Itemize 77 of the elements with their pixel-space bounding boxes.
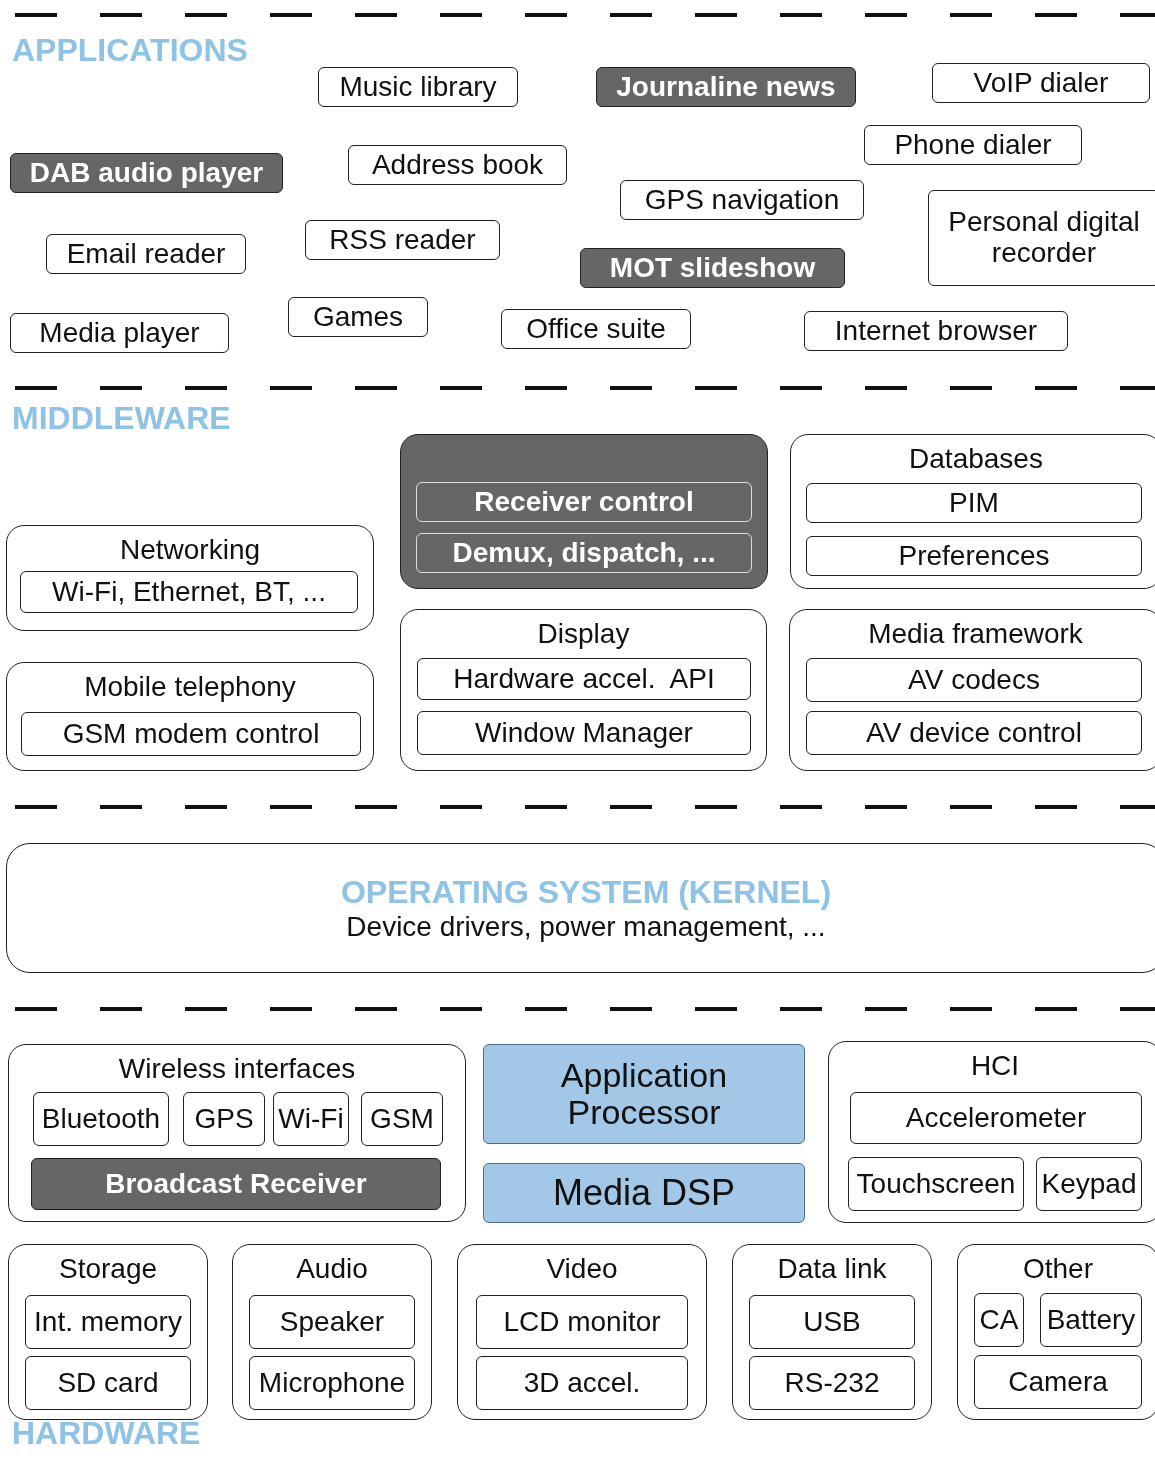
component-box: DAB audio player: [10, 153, 283, 193]
component-box: VoIP dialer: [932, 63, 1150, 103]
component-box: Microphone: [249, 1356, 415, 1410]
component-box: Camera: [974, 1355, 1142, 1409]
group-title: Other: [1022, 1253, 1094, 1285]
component-group: [790, 434, 1155, 589]
processor-box: Media DSP: [483, 1163, 805, 1223]
group-title: Video: [545, 1253, 619, 1285]
component-group: [6, 843, 1155, 973]
component-box: USB: [749, 1295, 915, 1349]
component-box: Media player: [10, 313, 229, 353]
component-box: Office suite: [501, 309, 691, 349]
component-box: Phone dialer: [864, 125, 1082, 165]
component-box: Accelerometer: [850, 1092, 1142, 1144]
component-group: [8, 1244, 208, 1420]
layer-heading: APPLICATIONS: [12, 32, 248, 69]
component-box: SD card: [25, 1356, 191, 1410]
component-box: RSS reader: [305, 220, 500, 260]
component-group: [957, 1244, 1155, 1420]
component-group: [400, 434, 768, 589]
component-box: Hardware accel. API: [417, 658, 751, 700]
component-box: GSM: [361, 1092, 443, 1146]
group-title: Mobile telephony: [83, 671, 297, 703]
group-title: HCI: [969, 1050, 1021, 1082]
component-group: [732, 1244, 932, 1420]
component-box: 3D accel.: [476, 1356, 688, 1410]
component-box: Demux, dispatch, ...: [416, 533, 752, 573]
layer-description: Device drivers, power management, ...: [346, 910, 826, 943]
component-box: Address book: [348, 145, 567, 185]
group-title: Networking: [118, 534, 262, 566]
component-box: Games: [288, 297, 428, 337]
component-group: [6, 525, 374, 631]
component-box: CA: [974, 1293, 1024, 1347]
component-box: Personal digital recorder: [928, 190, 1155, 286]
component-box: Int. memory: [25, 1295, 191, 1349]
component-box: GPS navigation: [620, 180, 864, 220]
component-box: Journaline news: [596, 67, 856, 107]
layer-title: OPERATING SYSTEM (KERNEL): [340, 873, 832, 911]
component-group: [232, 1244, 432, 1420]
component-box: Email reader: [46, 234, 246, 274]
component-box: PIM: [806, 483, 1142, 523]
component-box: GSM modem control: [21, 712, 361, 756]
component-box: Broadcast Receiver: [31, 1158, 441, 1210]
component-box: Music library: [318, 67, 518, 107]
group-title: Audio: [295, 1253, 369, 1285]
component-group: [400, 609, 767, 771]
component-box: Wi-Fi: [273, 1092, 349, 1146]
processor-box: Application Processor: [483, 1044, 805, 1144]
component-box: Bluetooth: [33, 1092, 169, 1146]
component-box: AV codecs: [806, 658, 1142, 702]
component-group: [6, 662, 374, 771]
group-title: Storage: [57, 1253, 159, 1285]
component-group: [789, 609, 1155, 771]
component-box: Internet browser: [804, 311, 1068, 351]
component-box: GPS: [183, 1092, 265, 1146]
component-box: Window Manager: [417, 711, 751, 755]
layer-heading: MIDDLEWARE: [12, 400, 231, 437]
component-box: Battery: [1040, 1293, 1142, 1347]
component-box: RS-232: [749, 1356, 915, 1410]
component-box: Preferences: [806, 536, 1142, 576]
component-box: MOT slideshow: [580, 248, 845, 288]
group-title: Databases: [908, 443, 1044, 475]
component-box: AV device control: [806, 711, 1142, 755]
component-box: Touchscreen: [848, 1157, 1024, 1211]
component-box: Speaker: [249, 1295, 415, 1349]
component-box: Wi-Fi, Ethernet, BT, ...: [20, 571, 358, 613]
component-box: Keypad: [1036, 1157, 1142, 1211]
component-group: [8, 1044, 466, 1222]
group-title: Data link: [776, 1253, 888, 1285]
component-group: [457, 1244, 707, 1420]
component-box: Receiver control: [416, 482, 752, 522]
group-title: Media framework: [867, 618, 1084, 650]
component-group: [828, 1041, 1155, 1223]
group-title: Wireless interfaces: [117, 1053, 357, 1085]
component-box: LCD monitor: [476, 1295, 688, 1349]
layer-heading: HARDWARE: [12, 1415, 201, 1452]
group-title: Display: [536, 618, 631, 650]
